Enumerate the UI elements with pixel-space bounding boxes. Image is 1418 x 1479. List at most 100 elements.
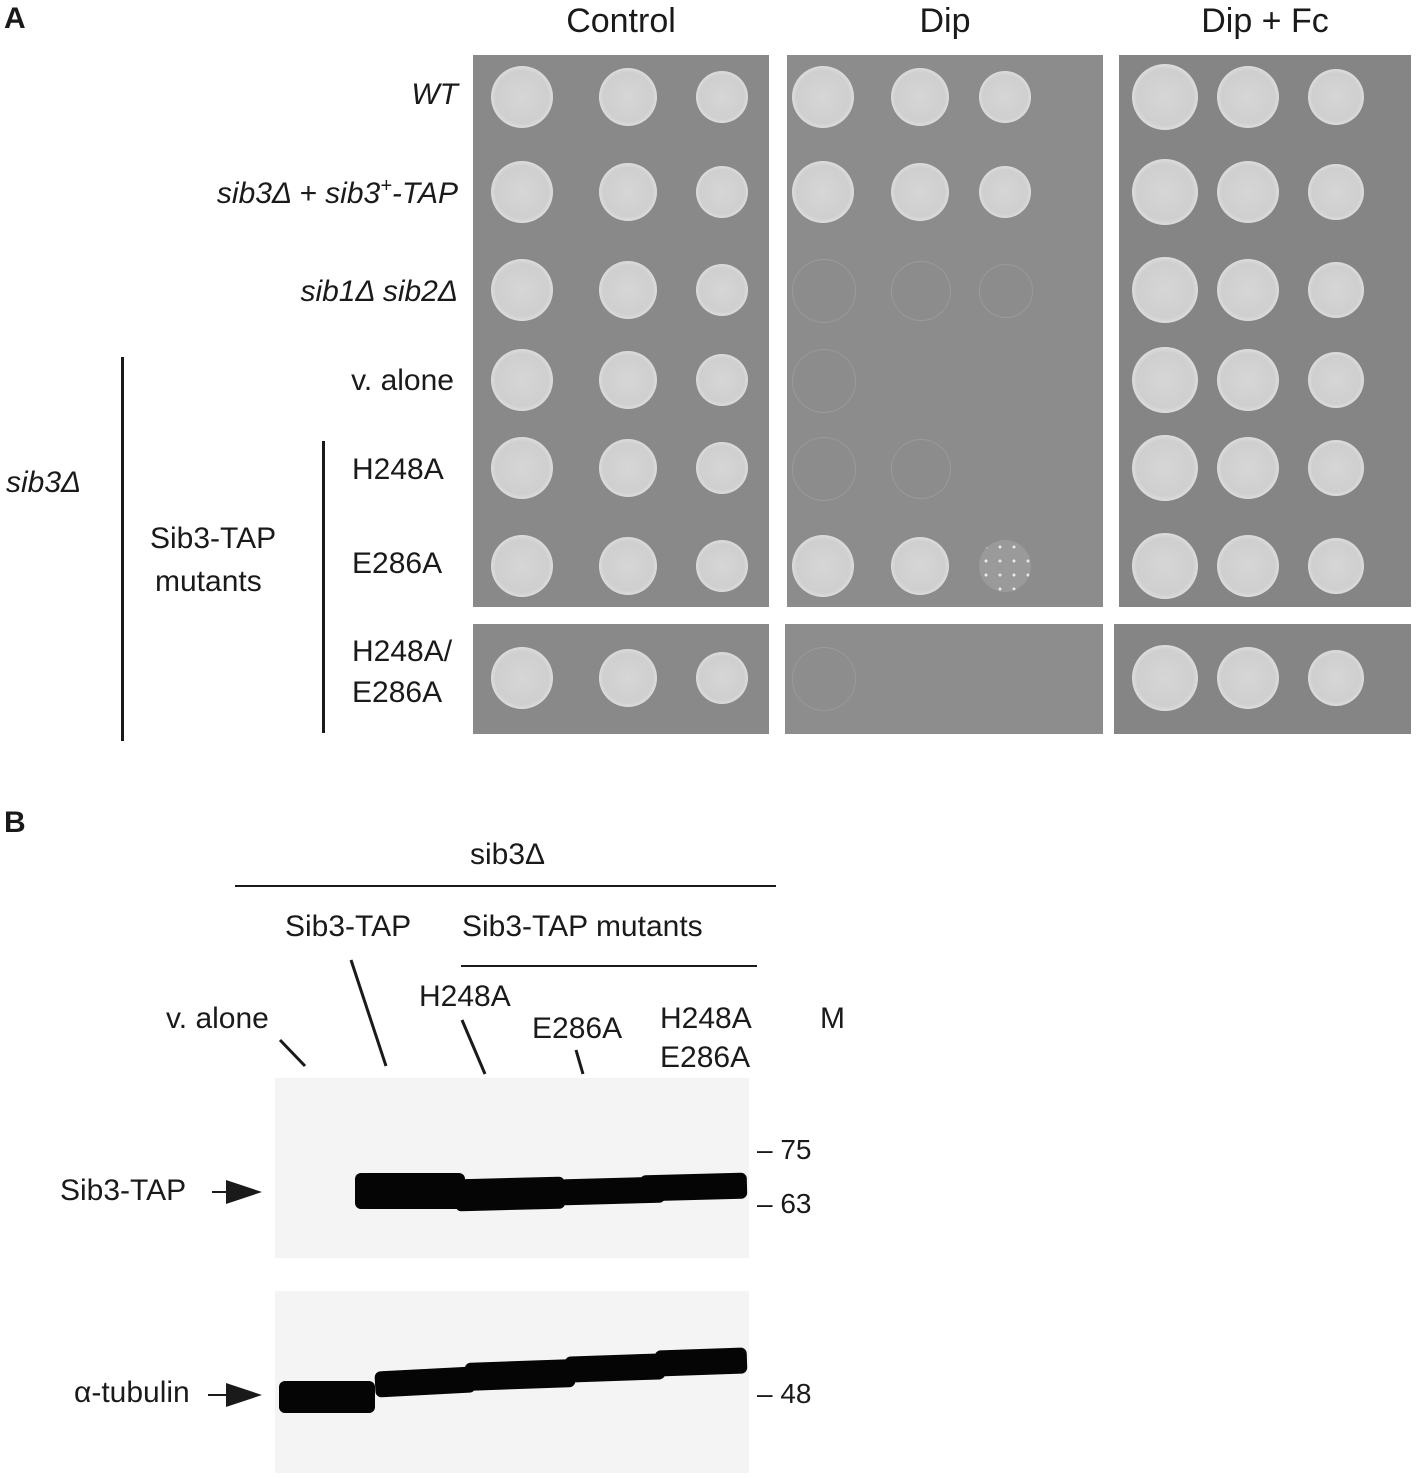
bracket-mutants bbox=[322, 441, 325, 733]
pointer-sib3-tap bbox=[349, 959, 388, 1067]
colony-spot bbox=[891, 163, 949, 221]
lane-label-double-line2: E286A bbox=[660, 1041, 751, 1074]
band-tubulin-e286a bbox=[564, 1353, 666, 1383]
blot-mutants-line bbox=[461, 965, 757, 967]
marker-75: – 75 bbox=[757, 1134, 812, 1165]
band-sib3-h248a bbox=[454, 1176, 566, 1212]
colony-spot bbox=[1217, 161, 1279, 223]
colony-spot bbox=[696, 442, 748, 494]
colony-spot bbox=[491, 161, 553, 223]
strain-label-wt: WT bbox=[411, 78, 458, 111]
colony-spot bbox=[792, 161, 854, 223]
colony-spot bbox=[599, 439, 657, 497]
colony-spot bbox=[1132, 645, 1198, 711]
strain-label-part: -TAP bbox=[391, 177, 458, 210]
colony-spot bbox=[1217, 349, 1279, 411]
colony-spot bbox=[1132, 533, 1198, 599]
pointer-v-alone bbox=[278, 1038, 307, 1068]
colony-spot bbox=[979, 166, 1031, 218]
blot-group-sib3-delta: sib3Δ bbox=[470, 838, 546, 871]
band-sib3-wt bbox=[355, 1173, 465, 1209]
colony-spot bbox=[792, 535, 854, 597]
marker-48: – 48 bbox=[757, 1378, 812, 1409]
colony-spot bbox=[979, 71, 1031, 123]
colony-spot bbox=[792, 66, 854, 128]
marker-63: – 63 bbox=[757, 1188, 812, 1219]
colony-spot bbox=[1217, 535, 1279, 597]
colony-spot bbox=[792, 259, 856, 323]
colony-spot bbox=[599, 163, 657, 221]
colony-spot bbox=[491, 535, 553, 597]
colony-spot bbox=[1308, 650, 1364, 706]
colony-spot bbox=[696, 166, 748, 218]
colony-spot bbox=[1217, 647, 1279, 709]
group-label-mutants-line2: mutants bbox=[155, 565, 262, 598]
band-tubulin-double bbox=[654, 1347, 748, 1377]
strain-label-part: sib3Δ + sib3 bbox=[216, 177, 381, 210]
colony-spot bbox=[891, 68, 949, 126]
colony-spot bbox=[1308, 262, 1364, 318]
lane-label-marker: M bbox=[820, 1002, 845, 1035]
blot-tubulin bbox=[275, 1291, 749, 1473]
colony-spot bbox=[979, 264, 1033, 318]
lane-label-e286a: E286A bbox=[532, 1012, 623, 1045]
colony-spot bbox=[792, 647, 856, 711]
pointer-e286a bbox=[574, 1049, 585, 1075]
colony-spot bbox=[1308, 538, 1364, 594]
colony-spot bbox=[1132, 257, 1198, 323]
condition-header-control: Control bbox=[566, 2, 676, 40]
colony-spot bbox=[1217, 66, 1279, 128]
strain-label-e286a: E286A bbox=[352, 547, 443, 580]
colony-spot bbox=[1217, 437, 1279, 499]
colony-spot bbox=[491, 349, 553, 411]
colony-spot bbox=[891, 439, 951, 499]
blot-mutants-label: Sib3-TAP mutants bbox=[462, 910, 703, 943]
colony-spot bbox=[696, 71, 748, 123]
colony-spot bbox=[1308, 69, 1364, 125]
colony-spot bbox=[979, 540, 1031, 592]
condition-header-dip: Dip bbox=[919, 2, 971, 40]
strain-label-superscript: + bbox=[380, 175, 392, 197]
band-sib3-double bbox=[639, 1172, 748, 1202]
strain-label-sib1-sib2: sib1Δ sib2Δ bbox=[300, 275, 458, 308]
strain-label-v-alone: v. alone bbox=[351, 364, 454, 397]
blot-label-sib3-tap: Sib3-TAP bbox=[60, 1174, 187, 1207]
condition-header-dip-fc: Dip + Fc bbox=[1201, 2, 1329, 40]
blot-group-line bbox=[235, 885, 776, 887]
colony-spot bbox=[1308, 440, 1364, 496]
colony-spot bbox=[891, 261, 951, 321]
colony-spot bbox=[491, 647, 553, 709]
panel-a-letter: A bbox=[4, 2, 26, 35]
plate-control bbox=[473, 55, 769, 607]
colony-spot bbox=[599, 68, 657, 126]
colony-spot bbox=[1132, 347, 1198, 413]
arrow-head-sib3 bbox=[226, 1180, 262, 1204]
lane-label-h248a: H248A bbox=[419, 980, 511, 1013]
colony-spot bbox=[599, 537, 657, 595]
band-tubulin-wt bbox=[374, 1366, 476, 1398]
colony-spot bbox=[792, 437, 856, 501]
blot-sib3-tap bbox=[275, 1078, 749, 1258]
colony-spot bbox=[491, 259, 553, 321]
colony-spot bbox=[1132, 435, 1198, 501]
colony-spot bbox=[696, 354, 748, 406]
colony-spot bbox=[1308, 164, 1364, 220]
colony-spot bbox=[696, 540, 748, 592]
blot-label-tubulin: α-tubulin bbox=[74, 1376, 190, 1409]
bracket-sib3-delta bbox=[121, 357, 124, 741]
colony-spot bbox=[1308, 352, 1364, 408]
plate-dip bbox=[787, 55, 1103, 607]
plate-dip-fc bbox=[1119, 55, 1411, 607]
panel-b-letter: B bbox=[4, 806, 26, 839]
colony-spot bbox=[1132, 159, 1198, 225]
colony-spot bbox=[491, 66, 553, 128]
colony-spot bbox=[1217, 259, 1279, 321]
colony-spot bbox=[1132, 64, 1198, 130]
strain-label-double-line1: H248A/ bbox=[352, 635, 453, 668]
blot-wt-label: Sib3-TAP bbox=[285, 910, 412, 943]
colony-spot bbox=[599, 261, 657, 319]
band-tubulin-h248a bbox=[464, 1359, 576, 1391]
band-tubulin-v-alone bbox=[279, 1381, 375, 1413]
colony-spot bbox=[599, 649, 657, 707]
arrow-head-tubulin bbox=[226, 1383, 262, 1407]
